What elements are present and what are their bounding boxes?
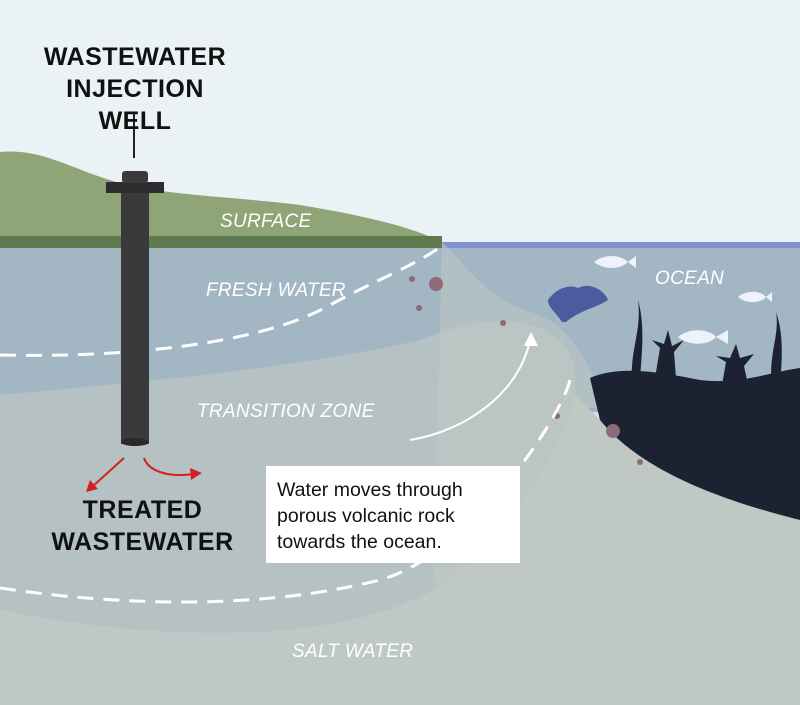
- ocean-label: OCEAN: [655, 268, 725, 289]
- surface-label: SURFACE: [220, 211, 312, 232]
- callout-line-3: towards the ocean.: [277, 531, 442, 553]
- sea-fan: [548, 285, 608, 322]
- treated-line-1: TREATED: [82, 496, 203, 524]
- salt-water-label: SALT WATER: [292, 641, 414, 662]
- callout-box: Water moves through porous volcanic rock…: [266, 466, 520, 563]
- coral-2: [716, 344, 754, 385]
- discharge-arrow-right: [143, 457, 195, 476]
- reef-plants: [548, 285, 782, 385]
- treated-line-2: WASTEWATER: [51, 528, 234, 556]
- fish-1: [594, 256, 636, 268]
- salt-water-boundary: [0, 379, 572, 604]
- title-line-1: WASTEWATER: [43, 43, 227, 71]
- well-cap: [122, 171, 148, 183]
- rock-pores: [409, 276, 643, 465]
- well-collar: [106, 182, 164, 193]
- fresh-water-label: FRESH WATER: [206, 280, 346, 301]
- diagram-title: WASTEWATER INJECTION WELL: [30, 41, 240, 137]
- discharge-arrow-left: [92, 457, 125, 487]
- discharge-arrow-left-head: [86, 480, 98, 492]
- land-surface-edge: [0, 236, 442, 248]
- well-shaft: [121, 190, 149, 444]
- fish-2: [738, 291, 772, 303]
- well-bottom: [121, 438, 149, 446]
- treated-wastewater-label: TREATED WASTEWATER: [50, 494, 235, 558]
- land-surface: [0, 151, 442, 242]
- callout-line-2: porous volcanic rock: [277, 505, 455, 527]
- fish-3: [678, 330, 728, 344]
- discharge-arrow-right-head: [190, 468, 202, 480]
- flow-arrow: [409, 339, 531, 441]
- fish-group: [594, 256, 772, 344]
- seaweed-1: [631, 300, 643, 380]
- seaweed-2: [771, 312, 782, 385]
- reef-rock: [590, 368, 800, 520]
- coral-1: [652, 330, 684, 378]
- title-line-2: INJECTION WELL: [66, 75, 204, 135]
- flow-arrow-head: [524, 332, 538, 346]
- transition-zone-label: TRANSITION ZONE: [197, 401, 375, 422]
- fresh-water-boundary: [0, 244, 443, 357]
- callout-line-1: Water moves through: [277, 479, 463, 501]
- coastal-slope: [430, 242, 800, 705]
